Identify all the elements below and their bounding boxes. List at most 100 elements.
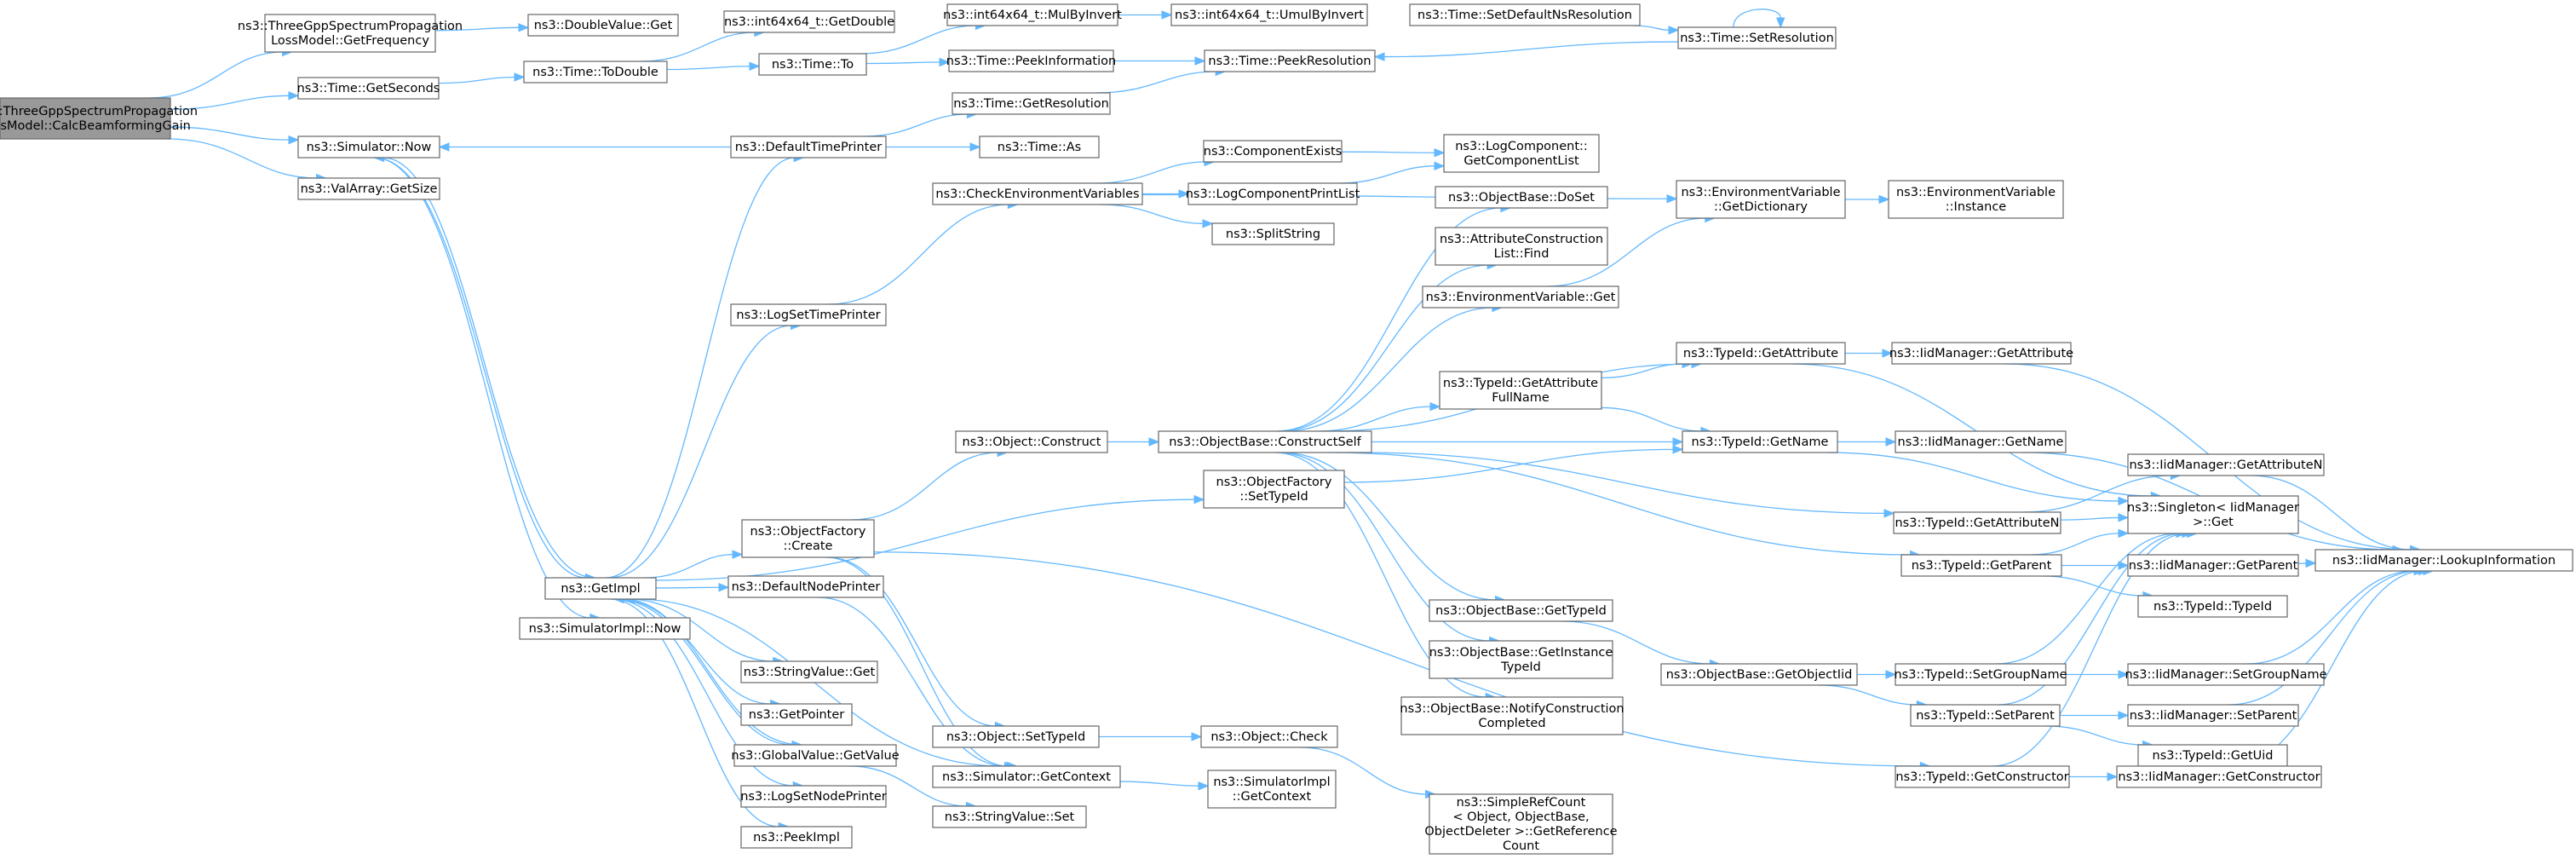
edge-int64-mul-by-invert-to-int64-umul-by-invert (1118, 10, 1173, 20)
node-time-get-seconds[interactable]: ns3::Time::GetSeconds (297, 77, 440, 100)
edge-check-env-vars-to-split-string-arrowhead (1202, 219, 1214, 228)
node-log-set-time-printer[interactable]: ns3::LogSetTimePrinter (730, 303, 887, 326)
node-iid-get-attribute-n[interactable]: ns3::IidManager::GetAttributeN (2127, 453, 2325, 476)
node-time-peek-information[interactable]: ns3::Time::PeekInformation (946, 49, 1116, 72)
node-box (1429, 640, 1613, 679)
node-object-base-notify-construction-completed[interactable]: ns3::ObjectBase::NotifyConstructionCompl… (1400, 696, 1624, 735)
node-log-set-node-printer[interactable]: ns3::LogSetNodePrinter (740, 785, 887, 808)
node-int64-get-double[interactable]: ns3::int64x64_t::GetDouble (723, 10, 895, 33)
node-time-peek-resolution[interactable]: ns3::Time::PeekResolution (1204, 49, 1376, 72)
node-simulator-now[interactable]: ns3::Simulator::Now (297, 135, 440, 159)
edge-time-set-resolution-to-time-peek-resolution-arrowhead (1373, 52, 1385, 61)
node-typeid-get-attribute-n[interactable]: ns3::TypeId::GetAttributeN (1893, 511, 2061, 534)
node-simulator-get-context[interactable]: ns3::Simulator::GetContext (932, 765, 1121, 788)
node-peek-impl[interactable]: ns3::PeekImpl (740, 826, 853, 849)
node-box (1409, 3, 1641, 26)
node-get-impl[interactable]: ns3::GetImpl (544, 577, 657, 600)
node-check-env-vars[interactable]: ns3::CheckEnvironmentVariables (932, 182, 1143, 205)
node-iid-set-parent[interactable]: ns3::IidManager::SetParent (2127, 704, 2299, 727)
node-time-to-double[interactable]: ns3::Time::ToDouble (523, 61, 668, 84)
node-typeid-set-group-name[interactable]: ns3::TypeId::SetGroupName (1894, 663, 2067, 686)
node-iid-get-parent[interactable]: ns3::IidManager::GetParent (2127, 554, 2299, 577)
node-object-base-get-typeid[interactable]: ns3::ObjectBase::GetTypeId (1429, 599, 1613, 622)
node-label-line: ns3::LogSetTimePrinter (736, 308, 880, 322)
node-iid-lookup-information[interactable]: ns3::IidManager::LookupInformation (2314, 549, 2573, 572)
node-box (1207, 770, 1337, 809)
node-typeid-get-name[interactable]: ns3::TypeId::GetName (1682, 430, 1838, 453)
node-object-base-construct-self[interactable]: ns3::ObjectBase::ConstructSelf (1158, 430, 1372, 453)
node-string-value-set[interactable]: ns3::StringValue::Set (932, 805, 1087, 828)
node-typeid-get-constructor[interactable]: ns3::TypeId::GetConstructor (1895, 765, 2070, 788)
node-box (1429, 793, 1613, 855)
node-simulator-impl-now[interactable]: ns3::SimulatorImpl::Now (519, 617, 691, 640)
node-iid-set-group-name[interactable]: ns3::IidManager::SetGroupName (2125, 663, 2327, 686)
node-label-line: ns3::LogComponentPrintList (1186, 187, 1360, 201)
node-split-string[interactable]: ns3::SplitString (1211, 222, 1335, 245)
node-string-value-get[interactable]: ns3::StringValue::Get (740, 660, 878, 683)
node-time-set-resolution[interactable]: ns3::Time::SetResolution (1677, 26, 1837, 49)
node-label-line: ns3::ThreeGppSpectrumPropagation (0, 105, 198, 118)
node-time-as[interactable]: ns3::Time::As (979, 135, 1100, 159)
edge-get-impl-to-global-value-get-value-line (614, 598, 793, 746)
node-time-set-default-ns-resolution[interactable]: ns3::Time::SetDefaultNsResolution (1409, 3, 1641, 26)
edge-get-impl-to-object-factory-create (645, 550, 744, 579)
node-iid-get-name[interactable]: ns3::IidManager::GetName (1895, 430, 2067, 453)
node-label-line: ns3::TypeId::SetGroupName (1894, 668, 2067, 682)
node-component-exists[interactable]: ns3::ComponentExists (1203, 140, 1343, 163)
node-int64-umul-by-invert[interactable]: ns3::int64x64_t::UmulByInvert (1170, 3, 1368, 26)
edge-default-time-printer-to-time-get-resolution-line (863, 113, 969, 137)
edge-typeid-get-name-to-singleton-get (1826, 452, 2130, 506)
node-object-base-do-set[interactable]: ns3::ObjectBase::DoSet (1435, 186, 1608, 209)
node-time-get-resolution[interactable]: ns3::Time::GetResolution (952, 92, 1111, 115)
node-double-value-get[interactable]: ns3::DoubleValue::Get (527, 14, 679, 37)
edge-calc-gain-to-valarray-get-size-line (167, 138, 318, 179)
node-int64-mul-by-invert[interactable]: ns3::int64x64_t::MulByInvert (943, 3, 1122, 26)
node-object-base-get-object-iid[interactable]: ns3::ObjectBase::GetObjectIid (1660, 663, 1858, 686)
node-iid-get-constructor[interactable]: ns3::IidManager::GetConstructor (2116, 765, 2322, 788)
node-iid-get-attribute[interactable]: ns3::IidManager::GetAttribute (1889, 342, 2073, 365)
node-singleton-get[interactable]: ns3::Singleton< IidManager>::Get (2127, 495, 2299, 534)
node-default-time-printer[interactable]: ns3::DefaultTimePrinter (730, 135, 887, 159)
node-box (1204, 49, 1376, 72)
node-typeid-set-parent[interactable]: ns3::TypeId::SetParent (1910, 704, 2061, 727)
node-object-set-typeid[interactable]: ns3::Object::SetTypeId (932, 725, 1100, 748)
edge-time-set-resolution-to-time-peek-resolution-line (1383, 41, 1679, 58)
node-object-factory-create[interactable]: ns3::ObjectFactory::Create (741, 519, 875, 558)
edge-get-frequency-to-double-value-get-arrowhead (518, 23, 530, 32)
node-simulator-impl-get-context[interactable]: ns3::SimulatorImpl::GetContext (1207, 770, 1337, 809)
node-env-var-get[interactable]: ns3::EnvironmentVariable::Get (1422, 285, 1619, 308)
node-get-pointer[interactable]: ns3::GetPointer (740, 703, 853, 726)
node-time-to[interactable]: ns3::Time::To (758, 53, 867, 76)
node-env-var-instance[interactable]: ns3::EnvironmentVariable::Instance (1888, 180, 2064, 219)
node-label-line: ns3::TypeId::GetUid (2153, 749, 2274, 763)
node-typeid-typeid[interactable]: ns3::TypeId::TypeId (2137, 595, 2288, 618)
node-simple-ref-count-get-reference-count[interactable]: ns3::SimpleRefCount< Object, ObjectBase,… (1424, 793, 1618, 855)
node-label-line: ns3::Time::To (772, 58, 854, 72)
node-label-line: ns3::TypeId::SetParent (1916, 709, 2055, 723)
node-get-frequency[interactable]: ns3::ThreeGppSpectrumPropagationLossMode… (238, 14, 463, 53)
node-default-node-printer[interactable]: ns3::DefaultNodePrinter (727, 575, 884, 598)
node-box (740, 703, 853, 726)
node-object-check[interactable]: ns3::Object::Check (1200, 725, 1338, 748)
node-log-get-component-list[interactable]: ns3::LogComponent::GetComponentList (1443, 134, 1600, 173)
node-object-factory-set-typeid[interactable]: ns3::ObjectFactory::SetTypeId (1203, 470, 1345, 509)
node-label-line: ns3::IidManager::GetParent (2129, 559, 2298, 573)
node-global-value-get-value[interactable]: ns3::GlobalValue::GetValue (731, 744, 900, 767)
edge-simulator-get-context-to-simulator-impl-get-context-line (1119, 781, 1200, 787)
node-env-var-get-dictionary[interactable]: ns3::EnvironmentVariable::GetDictionary (1676, 180, 1846, 219)
node-log-component-print-list[interactable]: ns3::LogComponentPrintList (1186, 182, 1360, 205)
node-typeid-get-parent[interactable]: ns3::TypeId::GetParent (1900, 554, 2062, 577)
node-typeid-get-uid[interactable]: ns3::TypeId::GetUid (2137, 744, 2288, 767)
edge-typeid-get-parent-to-singleton-get-arrowhead (2118, 528, 2130, 539)
node-typeid-get-attribute[interactable]: ns3::TypeId::GetAttribute (1676, 342, 1846, 365)
node-label-line: ns3::GlobalValue::GetValue (731, 749, 899, 763)
node-object-construct[interactable]: ns3::Object::Construct (955, 430, 1108, 453)
edge-object-base-get-object-iid-to-typeid-set-parent (1818, 684, 1928, 710)
edge-calc-gain-to-time-get-seconds-line (170, 95, 290, 110)
node-calc-gain[interactable]: ns3::ThreeGppSpectrumPropagationLossMode… (0, 97, 198, 140)
edge-typeid-get-parent-to-iid-get-parent (2061, 561, 2130, 570)
node-valarray-get-size[interactable]: ns3::ValArray::GetSize (297, 177, 440, 200)
